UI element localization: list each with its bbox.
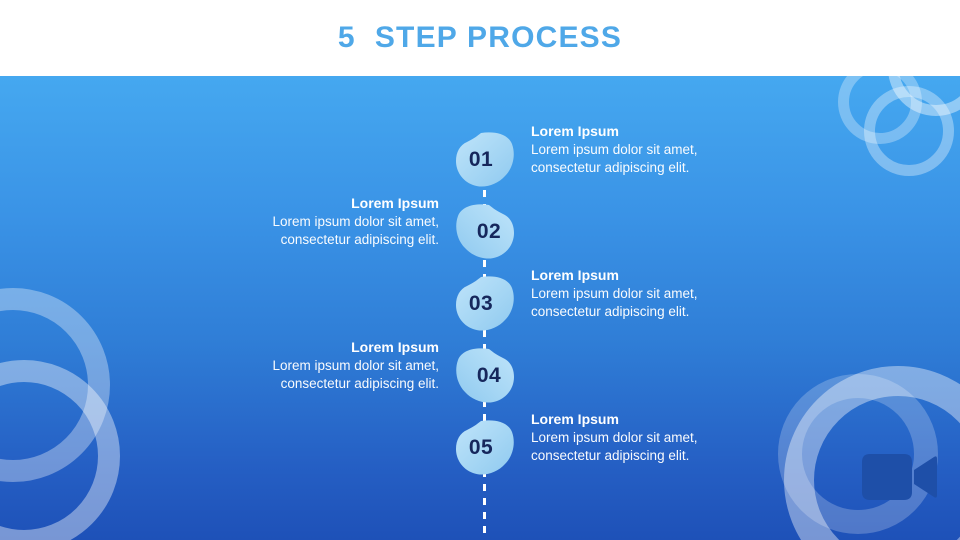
page-title: 5 STEP PROCESS (337, 21, 623, 54)
step-number: 05 (468, 436, 494, 459)
step-description: Lorem ipsum dolor sit amet, consectetur … (272, 358, 439, 391)
step-number: 02 (476, 220, 502, 243)
step-blob-shape (455, 203, 515, 261)
video-camera-icon (862, 454, 937, 500)
step-number: 01 (468, 148, 494, 171)
slide-header: 5 STEP PROCESS (0, 0, 960, 76)
step-text-block: Lorem Ipsum Lorem ipsum dolor sit amet, … (531, 411, 761, 465)
process-step-05[interactable]: 05 Lorem Ipsum Lorem ipsum dolor sit ame… (455, 411, 698, 479)
process-step-03[interactable]: 03 Lorem Ipsum Lorem ipsum dolor sit ame… (455, 267, 698, 335)
step-blob-shape (455, 347, 515, 405)
step-text-block: Lorem Ipsum Lorem ipsum dolor sit amet, … (531, 267, 761, 321)
decorative-ring-top-right-1 (888, 76, 960, 116)
decorative-ring-top-right-3 (838, 76, 922, 144)
step-blob-shape (455, 131, 515, 189)
process-step-01[interactable]: 01 Lorem Ipsum Lorem ipsum dolor sit ame… (455, 123, 698, 191)
step-description: Lorem ipsum dolor sit amet, consectetur … (531, 430, 698, 463)
step-number: 04 (476, 364, 502, 387)
step-heading: Lorem Ipsum (531, 267, 619, 283)
step-description: Lorem ipsum dolor sit amet, consectetur … (531, 286, 698, 319)
step-heading: Lorem Ipsum (531, 411, 619, 427)
step-heading: Lorem Ipsum (531, 123, 619, 139)
step-blob-shape (455, 419, 515, 477)
step-number: 03 (468, 292, 494, 315)
step-description: Lorem ipsum dolor sit amet, consectetur … (272, 214, 439, 247)
process-step-02[interactable]: 02 Lorem Ipsum Lorem ipsum dolor sit ame… (272, 195, 515, 263)
step-blob-shape (455, 275, 515, 333)
decorative-ring-bottom-right-2 (778, 374, 938, 534)
decorative-ring-bottom-right-1 (784, 366, 960, 540)
slide-body: 01 Lorem Ipsum Lorem ipsum dolor sit ame… (0, 76, 960, 540)
decorative-ring-bottom-left-2 (0, 288, 110, 482)
step-heading: Lorem Ipsum (351, 195, 439, 211)
decorative-ring-top-right-2 (864, 86, 954, 176)
step-text-block: Lorem Ipsum Lorem ipsum dolor sit amet, … (209, 339, 439, 393)
step-heading: Lorem Ipsum (351, 339, 439, 355)
process-step-04[interactable]: 04 Lorem Ipsum Lorem ipsum dolor sit ame… (272, 339, 515, 407)
step-text-block: Lorem Ipsum Lorem ipsum dolor sit amet, … (531, 123, 761, 177)
step-text-block: Lorem Ipsum Lorem ipsum dolor sit amet, … (209, 195, 439, 249)
step-description: Lorem ipsum dolor sit amet, consectetur … (531, 142, 698, 175)
decorative-ring-bottom-left-1 (0, 360, 120, 540)
